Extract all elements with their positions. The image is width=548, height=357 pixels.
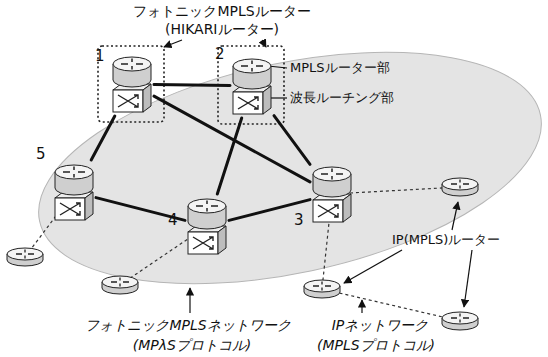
optical-link: [154, 84, 230, 85]
optical-link: [274, 116, 310, 165]
part-label: MPLSルーター部: [290, 60, 390, 76]
network-plane: [18, 12, 548, 324]
photonic-router: 5: [52, 160, 96, 224]
callout-number: 2: [215, 46, 225, 62]
optical-link: [217, 118, 241, 194]
photonic-router: 2: [230, 54, 274, 118]
optical-link: [91, 116, 115, 160]
router-icon: [310, 162, 354, 226]
callout-number: 3: [294, 212, 304, 228]
photonic-router: 3: [310, 162, 354, 226]
photonic-router: 1: [110, 52, 154, 116]
part-label: 波長ルーチング部: [290, 90, 394, 106]
router-icon: [52, 160, 96, 224]
title-label: (HIKARIルーター): [165, 20, 279, 38]
router-icon: [110, 52, 154, 116]
router-icon: [230, 54, 274, 118]
title-label: フォトニックMPLSルーター: [133, 2, 310, 20]
callout-number: 1: [95, 48, 105, 64]
callout-number: 5: [36, 146, 46, 162]
photonic-router: 4: [185, 194, 229, 258]
router-icon: [185, 194, 229, 258]
leader-lines: [164, 40, 472, 313]
callout-number: 4: [168, 212, 178, 228]
callout-label: IP(MPLS)ルーター: [392, 232, 500, 248]
network-label: IPネットワーク: [332, 316, 429, 334]
network-label: (MPLSプロトコル): [317, 336, 435, 354]
network-label: (MPλSプロトコル): [133, 336, 252, 354]
network-label: フォトニックMPLSネットワーク: [85, 316, 290, 334]
optical-link: [154, 96, 310, 182]
router-frames: [98, 46, 284, 124]
